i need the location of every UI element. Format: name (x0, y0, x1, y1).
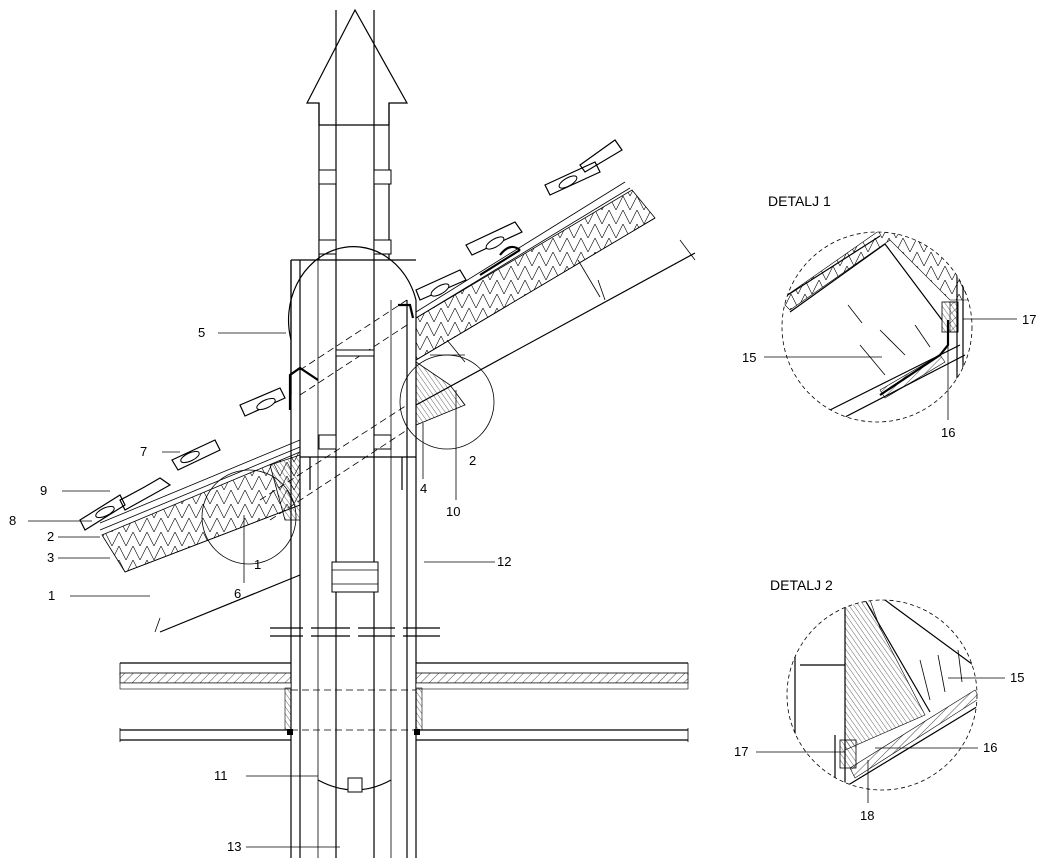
roof-tiles-right (415, 139, 623, 301)
callout-4: 4 (420, 481, 427, 496)
detail-2-callout-16: 16 (983, 740, 997, 755)
detail-1-reference-circle (201, 469, 297, 565)
detail-2-reference-circle (399, 354, 495, 450)
floor-insulation (415, 682, 689, 690)
roof-line (415, 217, 656, 361)
pipe-joint (373, 169, 392, 185)
leader-lines (28, 332, 495, 848)
floor-insulation (119, 682, 292, 690)
callout-10: 10 (446, 504, 460, 519)
roof-line (415, 181, 626, 313)
roof-line (124, 504, 301, 573)
pipe-coupling (331, 561, 379, 593)
floor-screed-left (119, 672, 292, 684)
callout-9: 9 (40, 483, 47, 498)
callout-12: 12 (497, 554, 511, 569)
flashing-left (288, 366, 319, 410)
fixing (414, 729, 420, 735)
roof-line (446, 339, 466, 363)
detail-1-callout-17: 17 (1022, 312, 1036, 327)
pipe-joint (318, 239, 337, 255)
callout-11: 11 (214, 768, 228, 783)
detail-2-title: DETALJ 2 (770, 577, 833, 593)
callout-1: 1 (48, 588, 55, 603)
roof-line (415, 187, 631, 319)
fire-collar-right (415, 687, 423, 731)
detail-1-callout-16: 16 (941, 425, 955, 440)
callout-2: 2 (47, 529, 54, 544)
fire-collar-left (284, 687, 292, 731)
hidden-line (269, 429, 408, 521)
pipe-joint (318, 169, 337, 185)
break-lines (270, 625, 440, 639)
support-bracket (335, 349, 375, 357)
main-section: 1 2 3 4 5 6 7 8 9 10 11 12 13 1 2 (9, 8, 696, 858)
fixing (287, 729, 293, 735)
callout-13: 13 (227, 839, 241, 854)
roof-line (577, 259, 601, 298)
roof-line (99, 446, 301, 531)
detail-1-circle (781, 231, 973, 423)
detail-1-title: DETALJ 1 (768, 193, 831, 209)
hidden-line (259, 404, 408, 501)
roof-line (154, 617, 161, 633)
roof-layers (79, 139, 696, 633)
callout-8: 8 (9, 513, 16, 528)
detail-ref-1: 1 (254, 557, 261, 572)
flashing-right (398, 303, 415, 319)
floor-screed-right (415, 672, 689, 684)
detail-1: DETALJ 1 15 16 17 (742, 193, 1036, 440)
detail-2-callout-15: 15 (1010, 670, 1024, 685)
trimmer-right (415, 361, 466, 426)
callout-5: 5 (198, 325, 205, 340)
exhaust-arrow (306, 8, 409, 126)
pipe-joint (373, 434, 392, 450)
detail-2-callout-17: 17 (734, 744, 748, 759)
roof-line (99, 439, 301, 524)
pipe-sensor (347, 777, 363, 793)
callout-7: 7 (140, 444, 147, 459)
detail-2: DETALJ 2 15 16 17 18 (734, 577, 1024, 823)
flue-pipe (259, 8, 440, 858)
dome-collar (287, 246, 417, 395)
floor-slab (119, 662, 689, 742)
callout-3: 3 (47, 550, 54, 565)
roof-line (679, 239, 696, 261)
pipe-joint (318, 434, 337, 450)
callout-6: 6 (234, 586, 241, 601)
detail-2-callout-18: 18 (860, 808, 874, 823)
roof-line (159, 574, 301, 633)
roof-tiles-left (79, 387, 286, 531)
detail-ref-2: 2 (469, 453, 476, 468)
insulation-right (415, 189, 656, 361)
detail-1-callout-15: 15 (742, 350, 756, 365)
roof-line (415, 252, 696, 406)
roof-line (597, 279, 606, 301)
insulation-left (101, 451, 301, 573)
